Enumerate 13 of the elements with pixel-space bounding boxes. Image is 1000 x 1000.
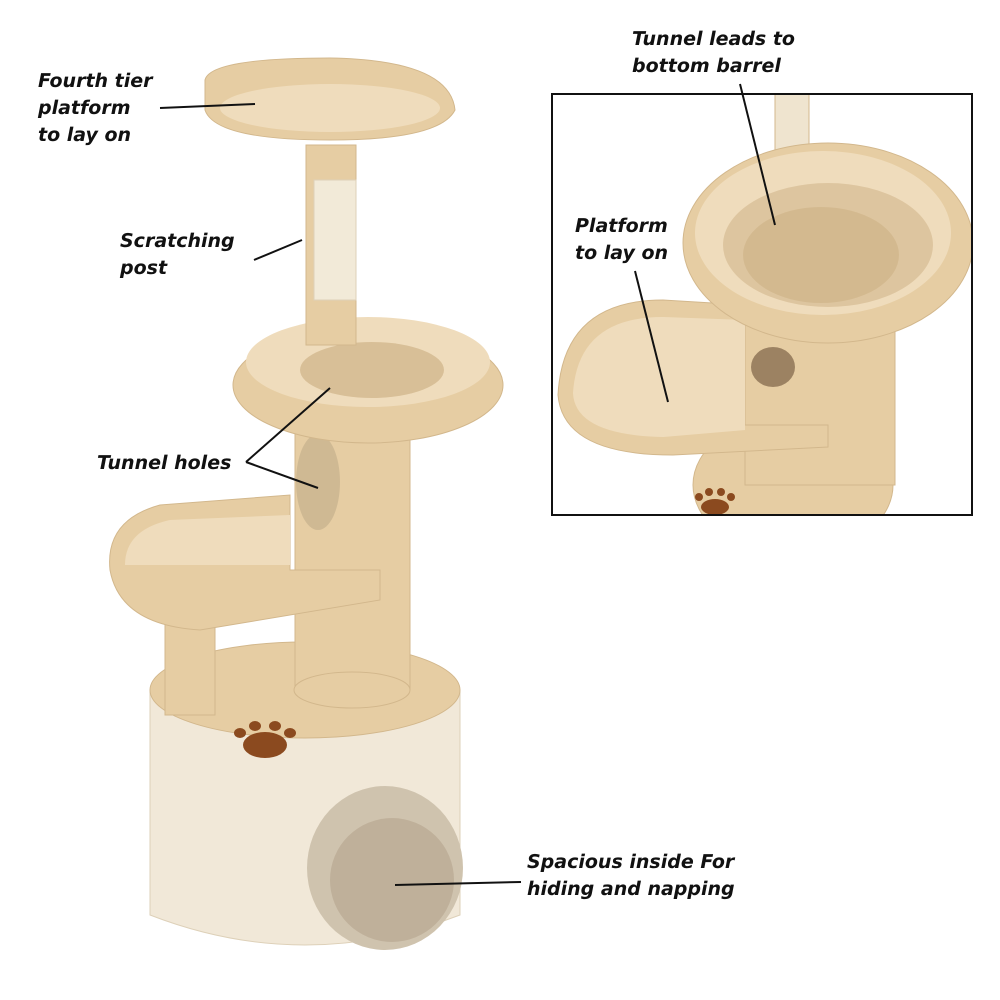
- callout-text: Scratching post: [120, 229, 236, 281]
- leader-line: [254, 239, 302, 261]
- callout-text: Tunnel holes: [97, 451, 232, 476]
- leader-line: [634, 270, 669, 402]
- callout-text: Tunnel leads to bottom barrel: [632, 27, 796, 79]
- leader-line: [245, 387, 331, 463]
- leader-line: [160, 103, 256, 109]
- callout-text: Spacious inside For hiding and napping: [527, 850, 736, 902]
- callout-text: Fourth tier platform to lay on: [38, 69, 154, 148]
- callout-text: Platform to lay on: [575, 214, 670, 266]
- leader-line: [394, 881, 522, 886]
- leader-line: [739, 84, 776, 226]
- leader-line: [246, 461, 318, 489]
